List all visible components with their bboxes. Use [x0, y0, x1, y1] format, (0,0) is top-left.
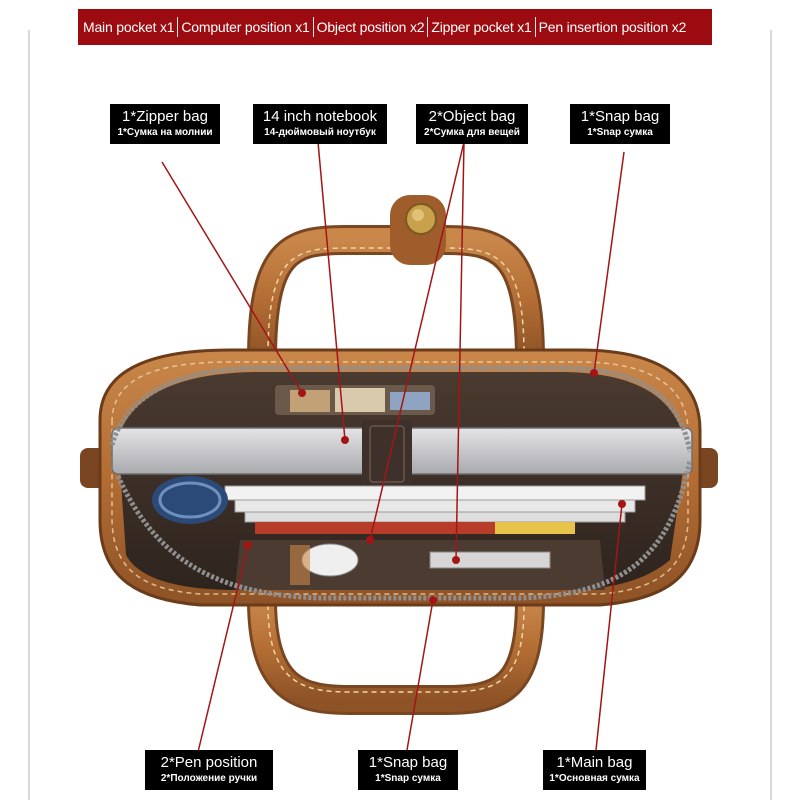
banner-item-main-pocket: Main pocket x1	[83, 19, 175, 35]
front-zipper	[115, 459, 693, 601]
callout-zipper-bag-ru: 1*Сумка на молнии	[117, 127, 213, 139]
feature-banner: Main pocket x1 Computer position x1 Obje…	[78, 9, 712, 45]
banner-separator	[534, 17, 536, 37]
callout-pen-position: 2*Pen position 2*Положение ручки	[145, 750, 273, 790]
callout-object-bag-en: 2*Object bag	[428, 108, 516, 125]
banner-item-computer-position: Computer position x1	[181, 19, 310, 35]
callout-snap-bag-bottom-en: 1*Snap bag	[368, 754, 448, 771]
callout-main-bag-en: 1*Main bag	[556, 754, 633, 771]
callout-snap-bag-top-en: 1*Snap bag	[580, 108, 660, 125]
callout-zipper-bag-en: 1*Zipper bag	[122, 108, 208, 125]
callout-main-bag: 1*Main bag 1*Основная сумка	[543, 750, 646, 790]
leader-lines	[161, 141, 625, 753]
banner-separator	[312, 17, 314, 37]
computer-mouse	[301, 543, 359, 577]
callout-object-bag: 2*Object bag 2*Сумка для вещей	[416, 104, 528, 144]
banner-item-object-position: Object position x2	[316, 19, 425, 35]
banner-item-pen-insertion: Pen insertion position x2	[538, 19, 687, 35]
callout-snap-bag-top: 1*Snap bag 1*Snap сумка	[570, 104, 670, 144]
frame-line-right	[770, 30, 772, 800]
card-stack	[429, 551, 551, 569]
laptop-strap	[362, 420, 412, 488]
callout-object-bag-ru: 2*Сумка для вещей	[424, 127, 520, 139]
callout-pen-position-en: 2*Pen position	[160, 754, 258, 771]
callout-snap-bag-top-ru: 1*Snap сумка	[587, 127, 653, 139]
magazine-stack	[224, 485, 646, 501]
top-zipper	[109, 365, 693, 453]
banner-separator	[427, 17, 429, 37]
callout-main-bag-ru: 1*Основная сумка	[549, 773, 640, 785]
callout-snap-bag-bottom: 1*Snap bag 1*Snap сумка	[358, 750, 458, 790]
frame-line-left	[28, 30, 30, 800]
callout-snap-bag-bottom-ru: 1*Snap сумка	[375, 773, 441, 785]
leader-dots	[244, 369, 626, 604]
callout-notebook-ru: 14-дюймовый ноутбук	[264, 127, 376, 139]
banner-item-zipper-pocket: Zipper pocket x1	[431, 19, 532, 35]
callout-pen-position-ru: 2*Положение ручки	[160, 773, 258, 785]
callout-notebook-en: 14 inch notebook	[262, 108, 378, 125]
callout-notebook: 14 inch notebook 14-дюймовый ноутбук	[253, 104, 387, 144]
banner-separator	[177, 17, 179, 37]
callout-zipper-bag: 1*Zipper bag 1*Сумка на молнии	[110, 104, 220, 144]
